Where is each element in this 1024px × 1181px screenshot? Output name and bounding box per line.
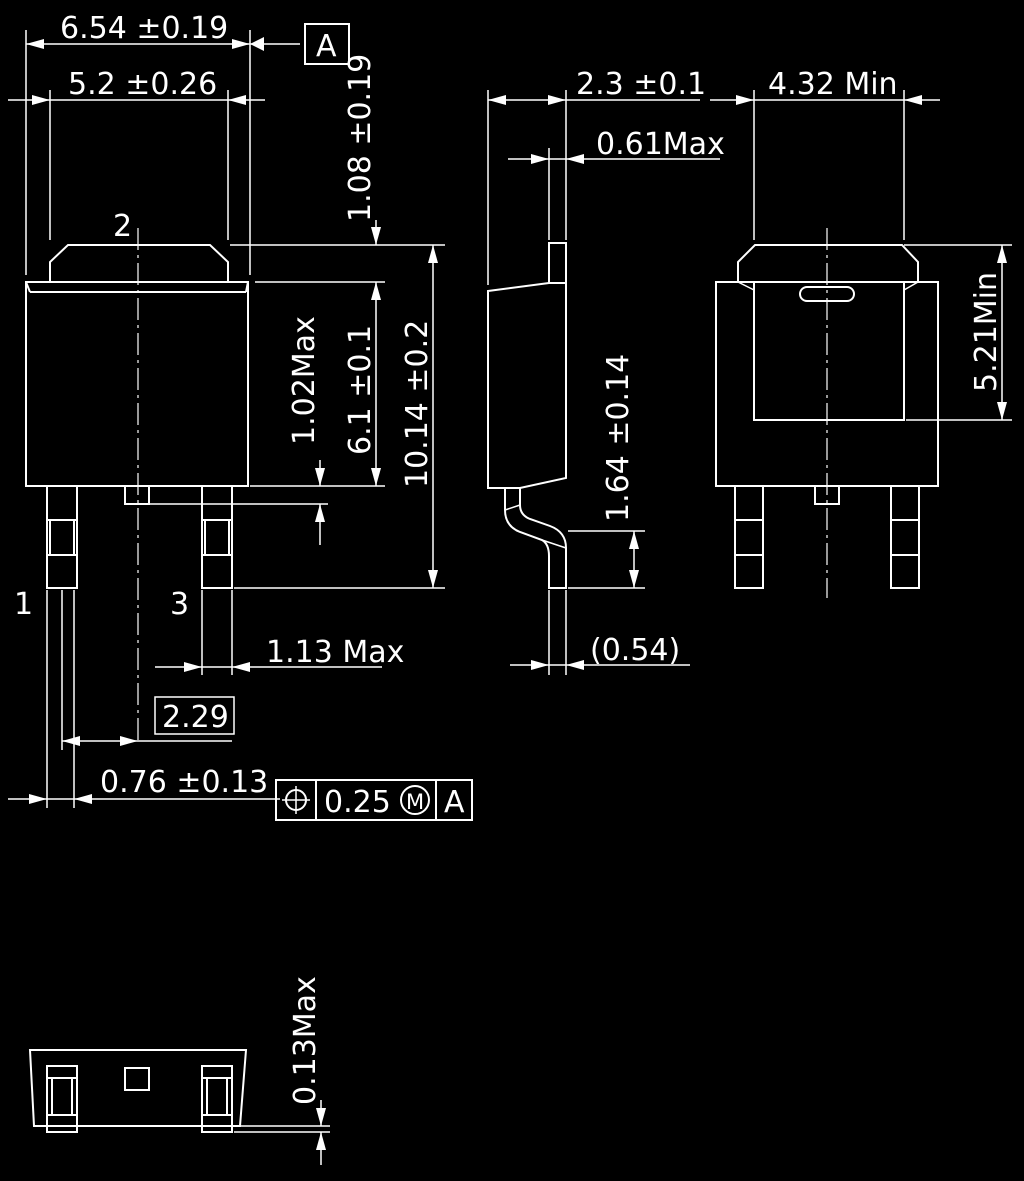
dim-pitch-text: 2.29 (162, 700, 229, 735)
dim-total-height-text: 10.14 ±0.2 (400, 320, 435, 488)
front-view-body-edge-left (25, 281, 31, 293)
front-view-body-edge-right (245, 281, 249, 293)
fcf-value-text: 0.25 (324, 785, 391, 820)
dim-body-height: 6.1 ±0.1 (250, 282, 385, 487)
side-view-lead (504, 488, 567, 589)
dim-side-thickness-text: 2.3 ±0.1 (576, 67, 706, 102)
bottom-view-pad (737, 244, 919, 421)
bottom-view-center-stub (814, 485, 840, 505)
end-view-lead-right (201, 1065, 233, 1133)
dim-pad-height-text: 5.21Min (969, 272, 1004, 392)
dim-tab-width-text: 5.2 ±0.26 (68, 67, 217, 102)
dim-side-thickness: 2.3 ±0.1 (487, 67, 706, 285)
dim-overall-width: 6.54 ±0.19 (25, 11, 300, 275)
dim-lead-length: 1.64 ±0.14 (568, 354, 645, 589)
dim-tab-thickness: 0.61Max (508, 127, 725, 240)
pin-2-label: 2 (113, 209, 132, 244)
dim-tab-height: 1.08 ±0.19 (230, 54, 445, 283)
front-view-tab (49, 244, 229, 282)
dim-lead-length-text: 1.64 ±0.14 (601, 354, 636, 522)
front-view-body (25, 281, 249, 487)
end-view-lead-left (46, 1065, 78, 1133)
side-view: 2.3 ±0.1 0.61Max 1.64 ±0.14 (0.54) (487, 67, 725, 675)
pin-3-label: 3 (170, 587, 189, 622)
pin-1-label: 1 (14, 587, 33, 622)
fcf-modifier-text: M (406, 790, 424, 814)
dim-coplanarity-text: 0.13Max (288, 976, 323, 1105)
dim-lead-offset: (0.54) (510, 590, 690, 675)
dim-pad-width-text: 4.32 Min (768, 67, 898, 102)
dim-coplanarity: 0.13Max (234, 976, 330, 1165)
dim-pitch-box (154, 696, 235, 735)
dim-pitch: 2.29 (61, 590, 235, 750)
dim-pad-height: 5.21Min (904, 244, 1012, 421)
dim-lead-width: 1.13 Max (155, 590, 404, 675)
datum-a-label: A (316, 29, 337, 64)
front-view-lead-3 (201, 485, 233, 589)
dim-tab-thickness-text: 0.61Max (596, 127, 725, 162)
bottom-view: 4.32 Min 5.21Min (710, 67, 1012, 598)
dim-pad-width: 4.32 Min (710, 67, 940, 240)
dim-lead-width-text: 1.13 Max (266, 635, 404, 670)
front-view: 2 1 3 6.54 ±0.19 A 5.2 ±0.26 (8, 11, 473, 821)
dim-overall-width-text: 6.54 ±0.19 (60, 11, 228, 46)
dim-tab-height-text: 1.08 ±0.19 (343, 54, 378, 222)
datum-a-box: A (304, 23, 350, 65)
max-material-condition-icon (400, 785, 430, 815)
dim-pad-offset-text: 1.02Max (287, 316, 322, 445)
front-view-lead-1 (46, 485, 78, 589)
dim-lead-offset-text: (0.54) (590, 633, 680, 668)
dim-tab-width: 5.2 ±0.26 (8, 67, 265, 240)
dim-total-height: 10.14 ±0.2 (234, 245, 445, 589)
bottom-view-lead-left (734, 485, 764, 589)
dim-lead-thickness: 0.76 ±0.13 (8, 590, 280, 808)
fcf-datum-text: A (444, 785, 465, 820)
side-view-body (487, 282, 567, 489)
end-view: 0.13Max (28, 976, 330, 1165)
dim-body-height-text: 6.1 ±0.1 (343, 325, 378, 455)
feature-control-frame: 0.25 M A (275, 779, 473, 821)
front-view-center-stub (124, 485, 150, 505)
bottom-view-lead-right (890, 485, 920, 589)
side-view-tab (548, 242, 567, 284)
dim-pad-offset: 1.02Max (150, 316, 328, 545)
end-view-center-stub (124, 1067, 150, 1091)
dim-lead-thickness-text: 0.76 ±0.13 (100, 765, 268, 800)
